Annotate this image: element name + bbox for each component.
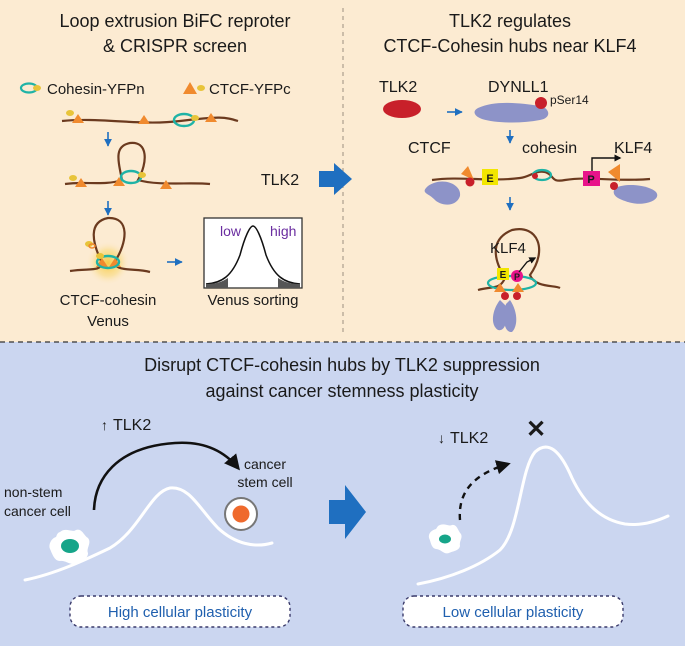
middle-tlk2-label: TLK2 xyxy=(261,172,299,189)
ctcf-yfpc-legend-icon xyxy=(183,82,205,94)
histogram-high-label: high xyxy=(270,223,296,239)
chromatin-loop-2 xyxy=(64,141,211,189)
panel-b-title-line2: CTCF-Cohesin hubs near KLF4 xyxy=(383,36,636,56)
cohesin-yfpn-legend-icon xyxy=(19,82,41,94)
right-energy-landscape xyxy=(416,445,670,586)
panel-c-title-line1: Disrupt CTCF-cohesin hubs by TLK2 suppre… xyxy=(144,355,540,375)
low-plasticity-box xyxy=(402,595,624,628)
chromatin-strand-1 xyxy=(61,110,239,128)
nonstem-cell-icon xyxy=(49,529,90,564)
panel-a-title-line1: Loop extrusion BiFC reproter xyxy=(59,11,290,31)
panel-b-title-line1: TLK2 regulates xyxy=(449,11,571,31)
dynll1-label: DYNLL1 xyxy=(488,79,549,96)
venus-loop-complex xyxy=(69,216,151,285)
panel-a-title-line2: & CRISPR screen xyxy=(103,36,247,56)
venus-label-line1: CTCF-cohesin xyxy=(60,292,157,309)
tlk2-protein-label: TLK2 xyxy=(379,79,417,96)
comparison-arrow-icon xyxy=(329,485,366,539)
ctcf-label: CTCF xyxy=(408,140,451,157)
tlk2-protein-icon xyxy=(383,100,421,118)
left-energy-landscape xyxy=(23,486,274,582)
stem-label-line1: cancer xyxy=(244,456,286,472)
pser14-dot-icon xyxy=(535,97,547,109)
promoter-letter: P xyxy=(587,174,594,186)
high-plasticity-box xyxy=(69,595,291,628)
up-tlk2-label: TLK2 xyxy=(113,417,151,434)
blocked-transition-arrow xyxy=(458,460,511,521)
nonstem-label-line2: cancer cell xyxy=(4,503,71,519)
up-arrow-glyph: ↑ xyxy=(101,417,108,433)
middle-arrow-icon xyxy=(319,163,352,195)
panel-c-title-line2: against cancer stemness plasticity xyxy=(205,381,478,401)
venus-label-line2: Venus xyxy=(87,313,129,330)
loop-klf4-label: KLF4 xyxy=(490,240,526,257)
high-plasticity-label: High cellular plasticity xyxy=(108,604,253,621)
legend-cohesin-label: Cohesin-YFPn xyxy=(47,81,145,98)
pser14-label: pSer14 xyxy=(550,93,589,107)
stemness-transition-arrow xyxy=(92,441,240,511)
loop-promoter-letter: P xyxy=(514,272,520,282)
histogram-label: Venus sorting xyxy=(208,292,299,309)
nonstem-label-line1: non-stem xyxy=(4,484,62,500)
cohesin-label: cohesin xyxy=(522,140,577,157)
enhancer-letter: E xyxy=(486,173,493,185)
stem-cell-icon xyxy=(224,497,258,531)
klf4-locus xyxy=(424,154,658,205)
venus-histogram xyxy=(203,217,303,289)
low-plasticity-label: Low cellular plasticity xyxy=(443,604,584,621)
right-nonstem-cell-icon xyxy=(428,524,462,554)
loop-enhancer-letter: E xyxy=(500,270,507,281)
blocked-x-icon: ✕ xyxy=(526,416,546,443)
down-arrow-glyph: ↓ xyxy=(438,430,445,446)
dynll1-protein-icon xyxy=(474,102,549,123)
stem-label-line2: stem cell xyxy=(237,474,292,490)
klf4-label: KLF4 xyxy=(614,140,652,157)
histogram-low-label: low xyxy=(220,223,242,239)
klf4-loop-hub xyxy=(477,228,561,333)
legend-ctcf-label: CTCF-YFPc xyxy=(209,81,291,98)
down-tlk2-label: TLK2 xyxy=(450,430,488,447)
